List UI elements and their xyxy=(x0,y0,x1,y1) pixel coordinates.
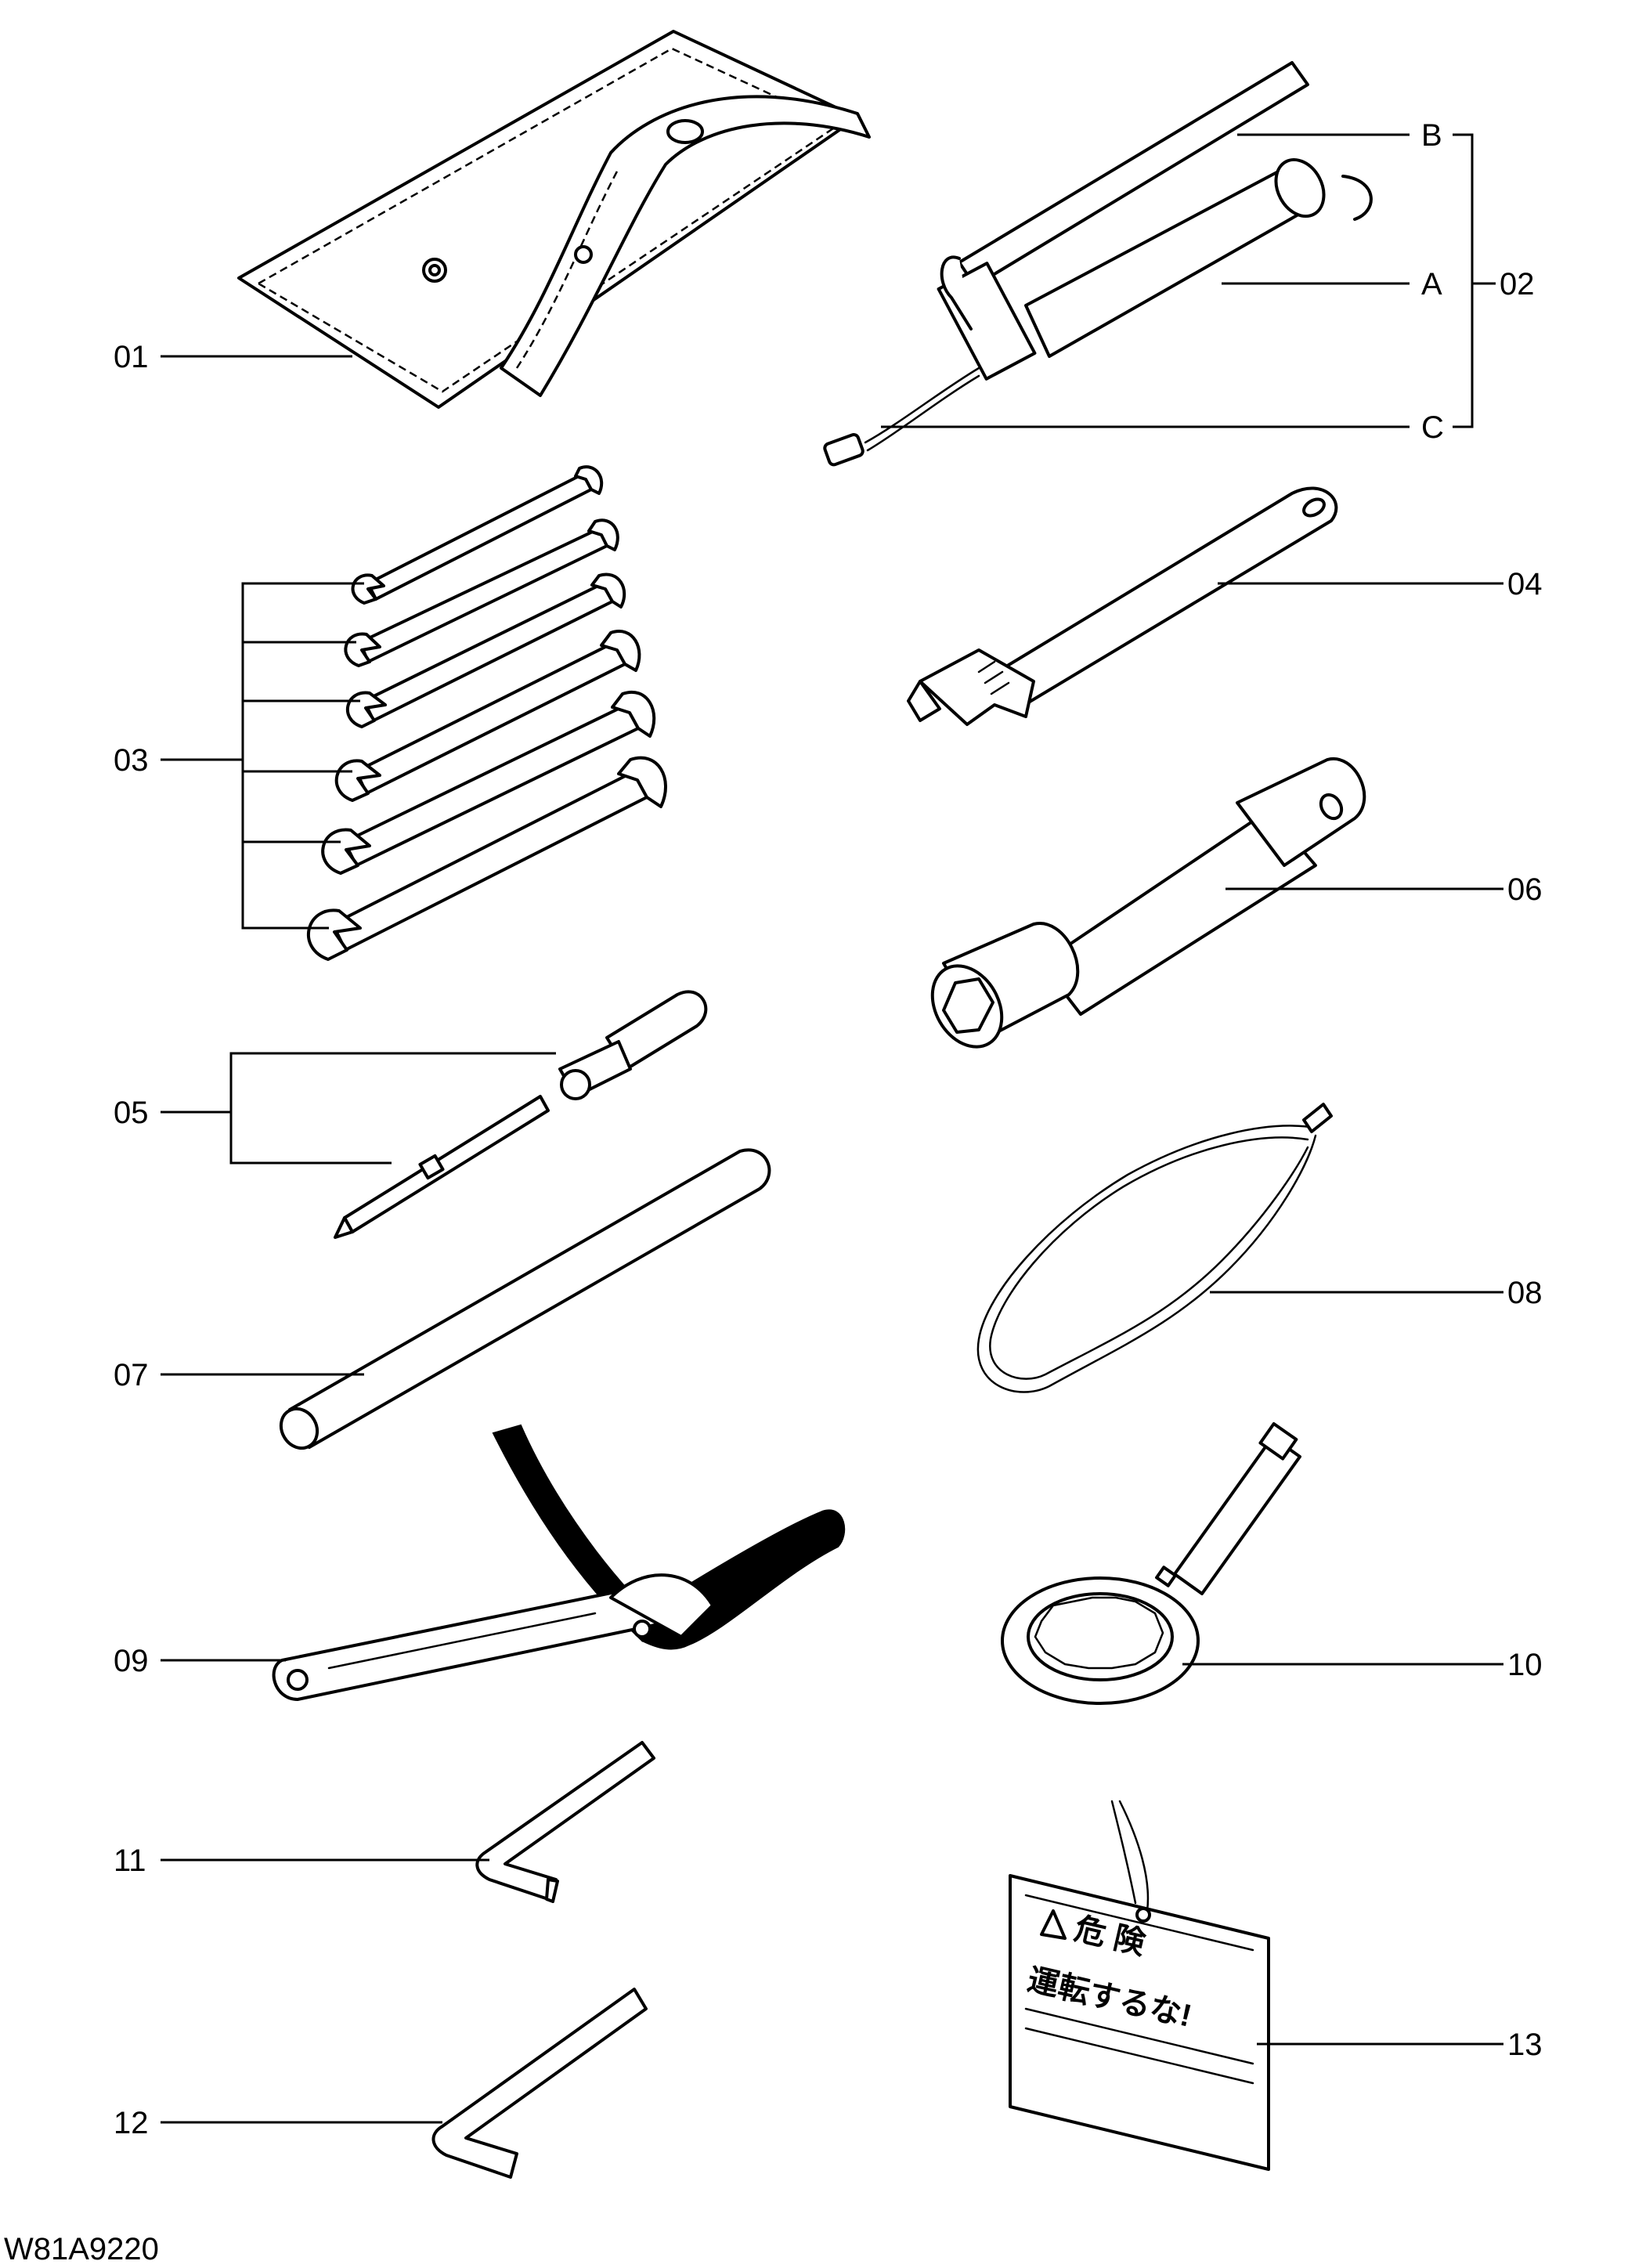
callout-11: 11 xyxy=(114,1844,146,1878)
box-wrench-illustration xyxy=(930,757,1366,1049)
strap-wrench-illustration xyxy=(272,1424,846,1701)
hex-key-large-illustration xyxy=(431,1988,648,2179)
callout-08: 08 xyxy=(1507,1276,1543,1310)
bracket-02 xyxy=(1453,133,1496,428)
bar-illustration xyxy=(279,1148,771,1450)
grease-gun-illustration xyxy=(823,61,1373,467)
callout-04: 04 xyxy=(1507,567,1543,601)
adjustable-wrench-illustration xyxy=(907,486,1338,726)
callout-10: 10 xyxy=(1507,1648,1543,1682)
callout-02A: A xyxy=(1421,267,1442,302)
callout-01: 01 xyxy=(114,340,149,374)
bracket-05 xyxy=(229,1052,556,1165)
ring-spanner-illustration xyxy=(1001,1421,1301,1705)
warning-tag-illustration: 危 険 運転するな! xyxy=(1009,1800,1270,2171)
callout-09: 09 xyxy=(114,1644,149,1678)
callout-12: 12 xyxy=(114,2106,149,2140)
callout-03: 03 xyxy=(114,743,149,778)
hex-key-small-illustration xyxy=(475,1741,655,1903)
callout-02B: B xyxy=(1421,118,1442,153)
tool-bag-illustration xyxy=(237,30,871,409)
spanner-set-illustration xyxy=(306,465,667,961)
figure-code: W81A9220 xyxy=(4,2232,159,2266)
wire-illustration xyxy=(976,1103,1333,1393)
callout-06: 06 xyxy=(1507,872,1543,907)
callout-05: 05 xyxy=(114,1096,149,1130)
callout-07: 07 xyxy=(114,1358,149,1392)
callout-13: 13 xyxy=(1507,2028,1543,2062)
callout-02: 02 xyxy=(1500,267,1535,302)
warning-triangle-icon xyxy=(1040,1909,1067,1940)
screwdriver-illustration xyxy=(334,990,708,1239)
bracket-03 xyxy=(241,582,364,930)
callout-02C: C xyxy=(1421,410,1444,445)
